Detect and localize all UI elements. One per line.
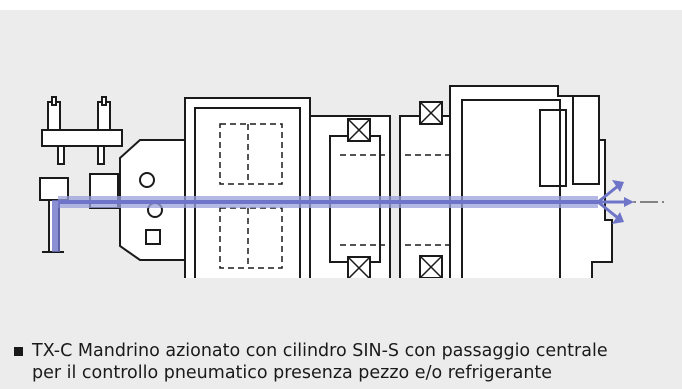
caption: TX-C Mandrino azionato con cilindro SIN-… — [10, 340, 678, 384]
bullet-icon — [14, 347, 23, 356]
hidden-lines — [219, 123, 450, 269]
technical-drawing — [39, 85, 664, 278]
figure-panel: TX-C Mandrino azionato con cilindro SIN-… — [0, 10, 682, 389]
caption-line-2: per il controllo pneumatico presenza pez… — [32, 363, 553, 383]
caption-text: TX-C Mandrino azionato con cilindro SIN-… — [32, 340, 608, 384]
air-passage — [52, 196, 598, 252]
caption-line-1: TX-C Mandrino azionato con cilindro SIN-… — [32, 341, 608, 361]
chuck-body — [449, 85, 613, 278]
spindle-nose — [399, 101, 451, 278]
bearing-marks — [347, 101, 443, 278]
outlet-arrows — [597, 180, 634, 224]
